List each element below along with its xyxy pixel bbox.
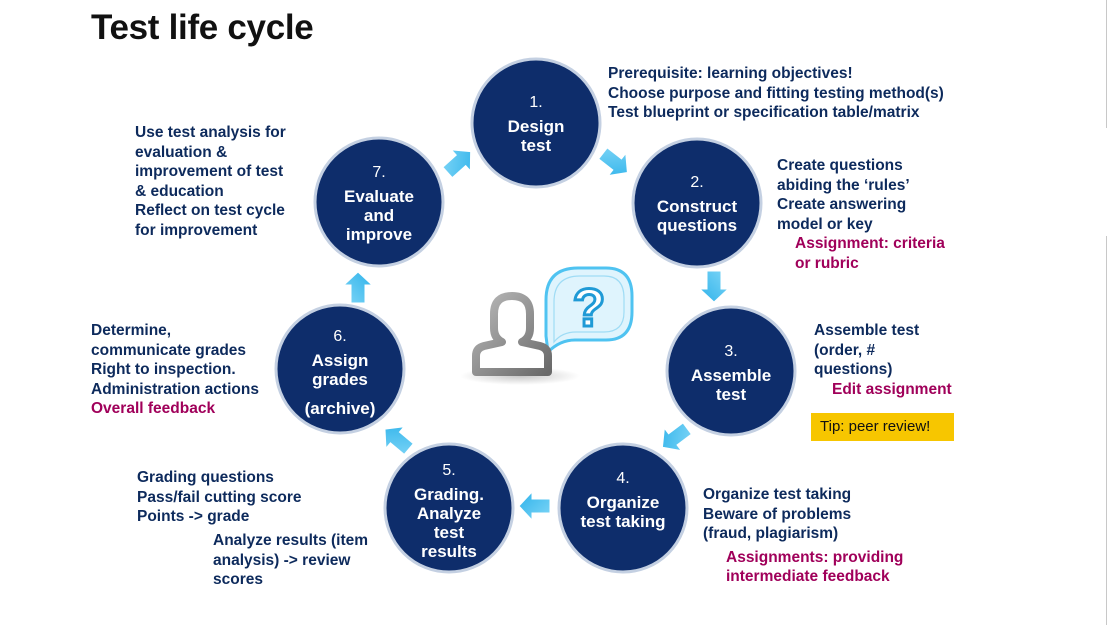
node-assign-grades bbox=[274, 303, 406, 435]
note-line: Organize test taking bbox=[703, 486, 852, 503]
arrow-2-to-3-icon bbox=[698, 270, 730, 303]
note-line: Administration actions bbox=[91, 380, 259, 398]
note-line: Test blueprint or specification table/ma… bbox=[608, 104, 920, 121]
assignment-note: Assignments: providing bbox=[726, 548, 904, 566]
tip-badge: Tip: peer review! bbox=[811, 413, 954, 441]
feedback-note: Overall feedback bbox=[91, 400, 216, 417]
person-question-icon: ? bbox=[460, 266, 634, 385]
step-2-label: 2. Construct questions bbox=[622, 173, 772, 235]
step-5-number: 5. bbox=[442, 462, 456, 479]
step-7-notes: Use test analysis for evaluation & impro… bbox=[135, 123, 286, 240]
note-line: Points -> grade bbox=[137, 508, 250, 525]
cycle-arrows bbox=[342, 147, 730, 522]
step-2-notes: Create questions abiding the ‘rules’ Cre… bbox=[777, 156, 945, 273]
step-7-number: 7. bbox=[372, 164, 386, 181]
step-1-number: 1. bbox=[529, 94, 543, 111]
node-evaluate-improve bbox=[313, 136, 445, 268]
step-6-notes: Determine, communicate grades Right to i… bbox=[91, 321, 259, 419]
step-5-grading-notes: Grading questions Pass/fail cutting scor… bbox=[137, 468, 302, 527]
step-4-label: 4. Organize test taking bbox=[548, 469, 698, 531]
note-line: abiding the ‘rules’ bbox=[777, 176, 910, 194]
note-line: communicate grades bbox=[91, 341, 247, 359]
note-line: Create questions bbox=[777, 157, 903, 174]
note-line: Analyze results (item bbox=[213, 532, 369, 549]
step-3-label: 3. Assemble test bbox=[656, 342, 806, 404]
step-4-number: 4. bbox=[616, 470, 630, 487]
step-2-title: Construct questions bbox=[656, 197, 738, 235]
arrow-7-to-1-icon bbox=[442, 149, 472, 179]
note-line: Determine, bbox=[91, 322, 172, 339]
slide-edge-line bbox=[1106, 236, 1107, 625]
note-line: Assemble test bbox=[814, 322, 920, 339]
assignment-note: or rubric bbox=[795, 254, 859, 272]
node-construct-questions bbox=[631, 137, 763, 269]
note-line: improvement of test bbox=[135, 163, 284, 180]
step-3-number: 3. bbox=[724, 343, 738, 360]
step-6-title: Assign grades bbox=[311, 351, 369, 389]
note-line: Prerequisite: learning objectives! bbox=[608, 65, 853, 82]
note-line: & education bbox=[135, 182, 224, 200]
arrow-5-to-6-icon bbox=[384, 426, 414, 456]
node-design-test bbox=[470, 57, 602, 189]
note-line: Reflect on test cycle bbox=[135, 202, 285, 219]
step-5-analysis-notes: Analyze results (item analysis) -> revie… bbox=[213, 531, 368, 590]
node-organize-test-taking bbox=[557, 442, 689, 574]
step-2-number: 2. bbox=[690, 174, 704, 191]
note-line: (fraud, plagiarism) bbox=[703, 525, 839, 542]
note-line: (order, # bbox=[814, 341, 876, 359]
svg-text:?: ? bbox=[573, 278, 606, 338]
note-line: analysis) -> review bbox=[213, 551, 351, 569]
step-1-title: Design test bbox=[507, 117, 565, 155]
note-line: Pass/fail cutting score bbox=[137, 488, 302, 506]
note-line: Choose purpose and fitting testing metho… bbox=[608, 84, 944, 102]
assignment-note: intermediate feedback bbox=[726, 568, 890, 585]
step-1-label: 1. Design test bbox=[461, 93, 611, 155]
step-4-title: Organize test taking bbox=[580, 493, 666, 531]
step-6-number: 6. bbox=[333, 328, 347, 345]
cycle-nodes bbox=[274, 57, 797, 574]
step-3-notes: Assemble test (order, # questions) Edit … bbox=[814, 321, 952, 399]
arrow-1-to-2-icon bbox=[597, 147, 628, 177]
arrow-3-to-4-icon bbox=[661, 422, 693, 452]
step-4-notes: Organize test taking Beware of problems … bbox=[703, 485, 903, 587]
assignment-note: Assignment: criteria bbox=[795, 235, 945, 252]
note-line: Right to inspection. bbox=[91, 361, 236, 378]
note-line: Grading questions bbox=[137, 469, 274, 486]
arrow-4-to-5-icon bbox=[518, 490, 551, 522]
step-6-subtitle: (archive) bbox=[304, 399, 376, 418]
assignment-note: Edit assignment bbox=[832, 380, 952, 398]
step-1-notes: Prerequisite: learning objectives! Choos… bbox=[608, 64, 944, 123]
note-line: model or key bbox=[777, 215, 873, 233]
page-title: Test life cycle bbox=[91, 8, 314, 47]
step-3-title: Assemble test bbox=[690, 366, 772, 404]
note-line: evaluation & bbox=[135, 143, 228, 161]
note-line: scores bbox=[213, 571, 263, 588]
slide-edge-line bbox=[1106, 0, 1107, 128]
node-grading-analyze bbox=[383, 442, 515, 574]
step-6-label: 6. Assign grades (archive) bbox=[265, 327, 415, 418]
note-line: Beware of problems bbox=[703, 505, 852, 523]
step-7-title: Evaluate and improve bbox=[344, 187, 414, 244]
node-assemble-test bbox=[665, 305, 797, 437]
step-7-label: 7. Evaluate and improve bbox=[304, 163, 454, 244]
note-line: questions) bbox=[814, 361, 893, 378]
step-5-title: Grading. Analyze test results bbox=[414, 485, 484, 561]
step-5-label: 5. Grading. Analyze test results bbox=[374, 461, 524, 561]
note-line: Create answering bbox=[777, 196, 907, 213]
note-line: for improvement bbox=[135, 221, 258, 239]
note-line: Use test analysis for bbox=[135, 124, 286, 141]
arrow-6-to-7-icon bbox=[342, 271, 374, 304]
